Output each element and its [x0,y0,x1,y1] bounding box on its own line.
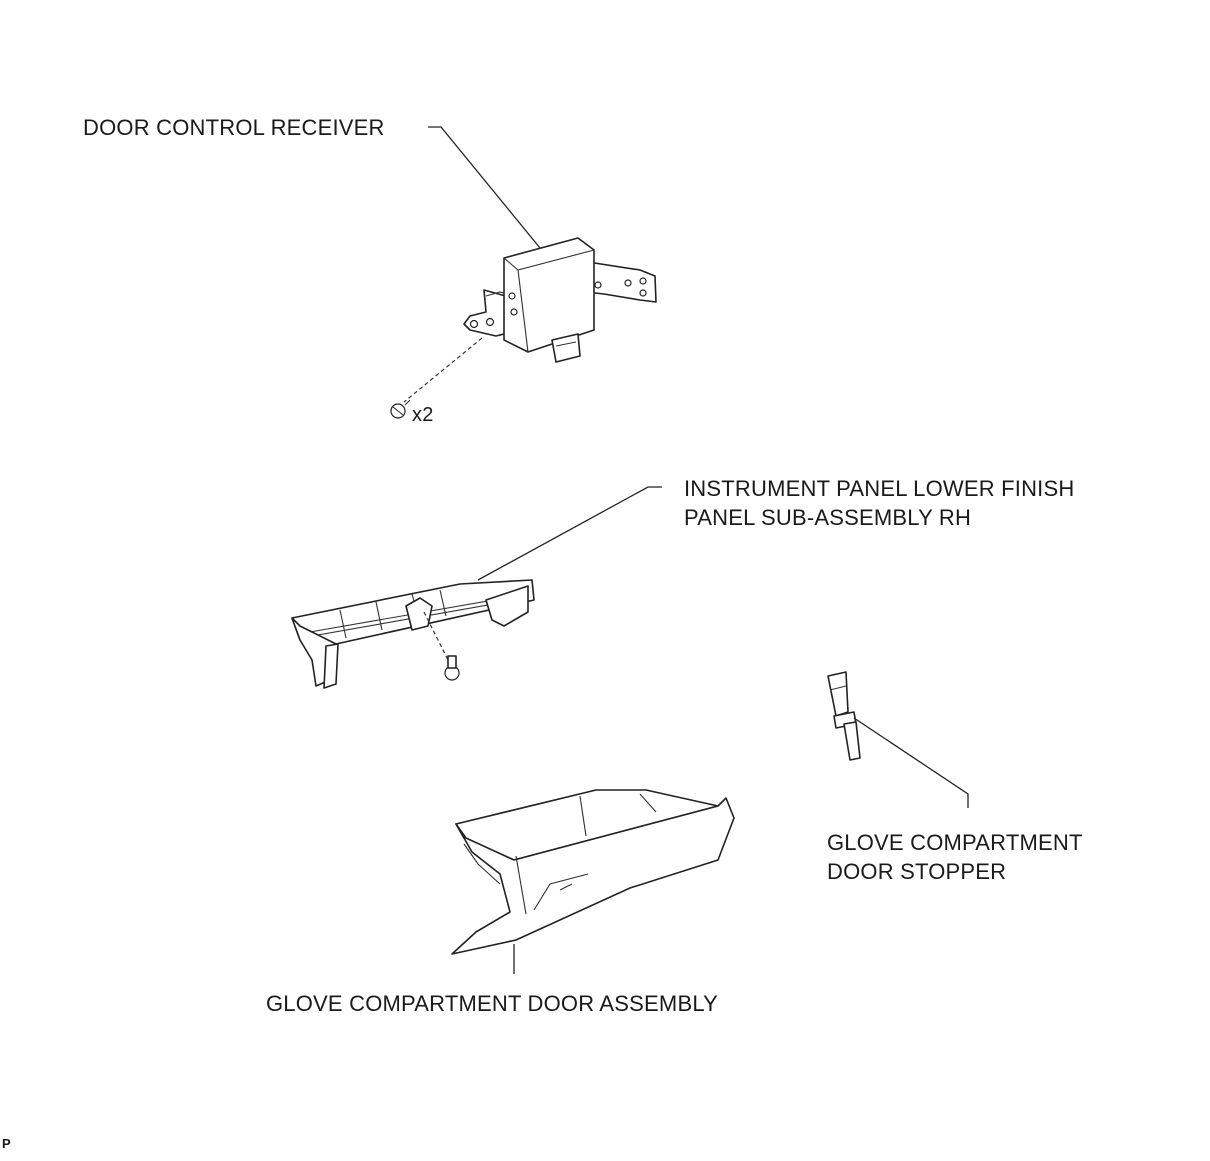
leader-lower-finish-panel [477,486,662,581]
clip-icon [444,655,460,681]
leader-door-stopper [853,717,969,808]
label-lower-finish-panel-line2: PANEL SUB-ASSEMBLY RH [684,505,972,530]
corner-mark: P [2,1136,11,1151]
label-door-assembly: GLOVE COMPARTMENT DOOR ASSEMBLY [266,991,719,1016]
door-control-receiver-part [463,237,657,363]
label-door-stopper-line2: DOOR STOPPER [827,859,1007,884]
door-stopper-part [827,671,861,761]
glove-compartment-door-part [451,789,735,955]
label-door-stopper-line1: GLOVE COMPARTMENT [827,830,1083,855]
leader-door-control-receiver [428,126,541,249]
label-screw-quantity: x2 [412,404,434,426]
label-lower-finish-panel-line1: INSTRUMENT PANEL LOWER FINISH [684,476,1075,501]
lower-finish-panel-part [291,579,535,689]
screw-icon [390,399,411,419]
label-door-control-receiver: DOOR CONTROL RECEIVER [83,115,385,140]
